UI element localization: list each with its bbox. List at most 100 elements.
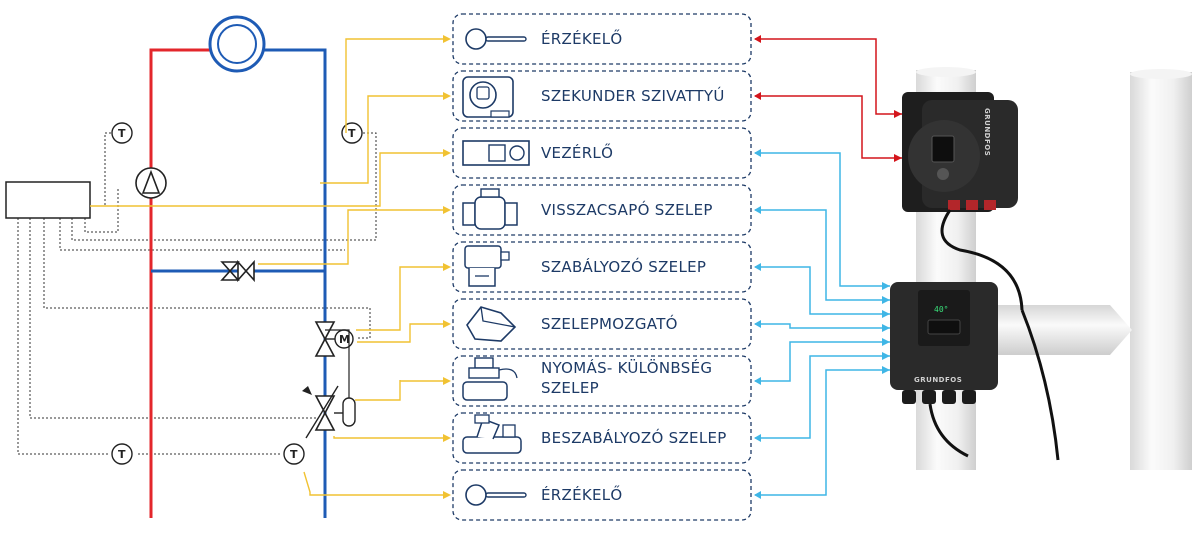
svg-text:T: T: [118, 127, 126, 140]
device-link-valve-actuator: [755, 323, 890, 329]
link-end-marker: [894, 154, 902, 162]
pump-photo: GRUNDFOS: [902, 92, 1024, 311]
pump-display: [931, 135, 955, 163]
link-start-marker: [754, 491, 761, 499]
signal-arrow: [443, 434, 451, 442]
link-start-marker: [754, 320, 761, 328]
signal-arrow: [443, 35, 451, 43]
component-label: BESZABÁLYOZÓ SZELEP: [541, 428, 727, 447]
pump-connector-2: [966, 200, 978, 210]
pipe-left-top: [916, 67, 976, 77]
dp-valve-symbol: [302, 329, 356, 439]
controller-panel: [918, 290, 970, 346]
device-link-sensor-top: [755, 38, 902, 115]
device-links: [754, 35, 902, 499]
controller-cable-2: [1020, 309, 1060, 461]
signal-arrow: [443, 491, 451, 499]
signal-line-check-valve: [258, 209, 443, 265]
temperature-sensor-icon: [465, 28, 527, 50]
link-start-marker: [754, 263, 761, 271]
component-box-frame: [452, 298, 752, 350]
controller-gland-3: [942, 390, 956, 404]
hydraulic-schematic: M T T T: [5, 15, 377, 518]
component-box-frame: [452, 412, 752, 464]
controller-display-value: 40°: [934, 305, 948, 314]
supply-pipe: [149, 48, 210, 518]
component-label: SZABÁLYOZÓ SZELEP: [541, 257, 706, 276]
check-valve-symbol: [220, 259, 255, 283]
schematic-controller: [5, 181, 91, 219]
component-box-controller: VEZÉRLŐ: [452, 127, 752, 179]
signal-line-controller: [90, 152, 443, 207]
device-link-balancing-valve: [755, 355, 890, 439]
controller-gland-4: [962, 390, 976, 404]
component-label: VISSZACSAPÓ SZELEP: [541, 200, 713, 219]
link-end-marker: [882, 296, 890, 304]
check-valve-icon: [462, 188, 518, 230]
component-box-frame: [452, 355, 752, 407]
signal-arrow: [443, 320, 451, 328]
signal-line-balancing-valve: [333, 436, 443, 439]
pump-cable: [940, 209, 1024, 311]
link-end-marker: [894, 110, 902, 118]
device-link-control-valve: [755, 266, 890, 315]
svg-text:T: T: [348, 127, 356, 140]
control-valve-symbol: M: [314, 321, 354, 357]
link-start-marker: [754, 92, 761, 100]
link-end-marker: [882, 366, 890, 374]
link-start-marker: [754, 35, 761, 43]
component-list: ÉRZÉKELŐ SZEKUNDER SZIVATTYÚ VEZÉRLŐ VISSZA…: [452, 13, 752, 521]
temp-sensor-return-top: T: [341, 122, 363, 144]
pipe-horizontal: [976, 305, 1132, 355]
component-box-sensor-top: ÉRZÉKELŐ: [452, 13, 752, 65]
component-box-control-valve: SZABÁLYOZÓ SZELEP: [452, 241, 752, 293]
pump-icon: [462, 76, 514, 118]
controller-photo: 40° GRUNDFOS: [890, 282, 1060, 461]
link-end-marker: [882, 352, 890, 360]
component-label: ÉRZÉKELŐ: [541, 484, 623, 504]
signal-arrow: [443, 263, 451, 271]
link-start-marker: [754, 149, 761, 157]
pump-connector-3: [984, 200, 996, 210]
signal-arrow: [443, 92, 451, 100]
signal-line-control-valve: [356, 266, 443, 331]
link-start-marker: [754, 434, 761, 442]
pipe-right-top: [1130, 69, 1192, 79]
controller-cable-1: [928, 403, 969, 458]
valve-actuator-icon: [466, 306, 517, 342]
svg-text:T: T: [118, 448, 126, 461]
pump-button: [937, 168, 949, 180]
component-label: SZEKUNDER SZIVATTYÚ: [541, 86, 725, 105]
device-link-dp-valve: [755, 341, 890, 382]
link-end-marker: [882, 338, 890, 346]
controller-brand: GRUNDFOS: [914, 376, 962, 384]
device-link-check-valve: [755, 209, 890, 301]
component-label: SZELEPMOZGATÓ: [541, 314, 678, 333]
link-end-marker: [882, 282, 890, 290]
component-box-secondary-pump: SZEKUNDER SZIVATTYÚ: [452, 70, 752, 122]
device-link-sensor-bottom: [755, 369, 890, 496]
component-box-sensor-bottom: ÉRZÉKELŐ: [452, 469, 752, 521]
link-end-marker: [882, 310, 890, 318]
temp-sensor-return-bottom: T: [283, 443, 305, 465]
signal-line-secondary-pump: [320, 95, 443, 184]
signal-line-sensor-top: [345, 38, 443, 133]
component-box-check-valve: VISSZACSAPÓ SZELEP: [452, 184, 752, 236]
component-box-balancing-valve: BESZABÁLYOZÓ SZELEP: [452, 412, 752, 464]
motor-symbol-label: M: [339, 333, 350, 346]
component-box-frame: [452, 13, 752, 65]
temp-sensor-supply-top: T: [111, 122, 133, 144]
differential-pressure-valve-icon: [462, 357, 518, 401]
balancing-valve-icon: [462, 414, 522, 454]
signal-arrow: [443, 377, 451, 385]
circulator-pump-symbol: [208, 15, 266, 73]
component-box-valve-actuator: SZELEPMOZGATÓ: [452, 298, 752, 350]
controller-icon: [462, 140, 530, 166]
signal-arrow: [443, 149, 451, 157]
controller-gland-1: [902, 390, 916, 404]
controller-button-row: [927, 319, 961, 335]
